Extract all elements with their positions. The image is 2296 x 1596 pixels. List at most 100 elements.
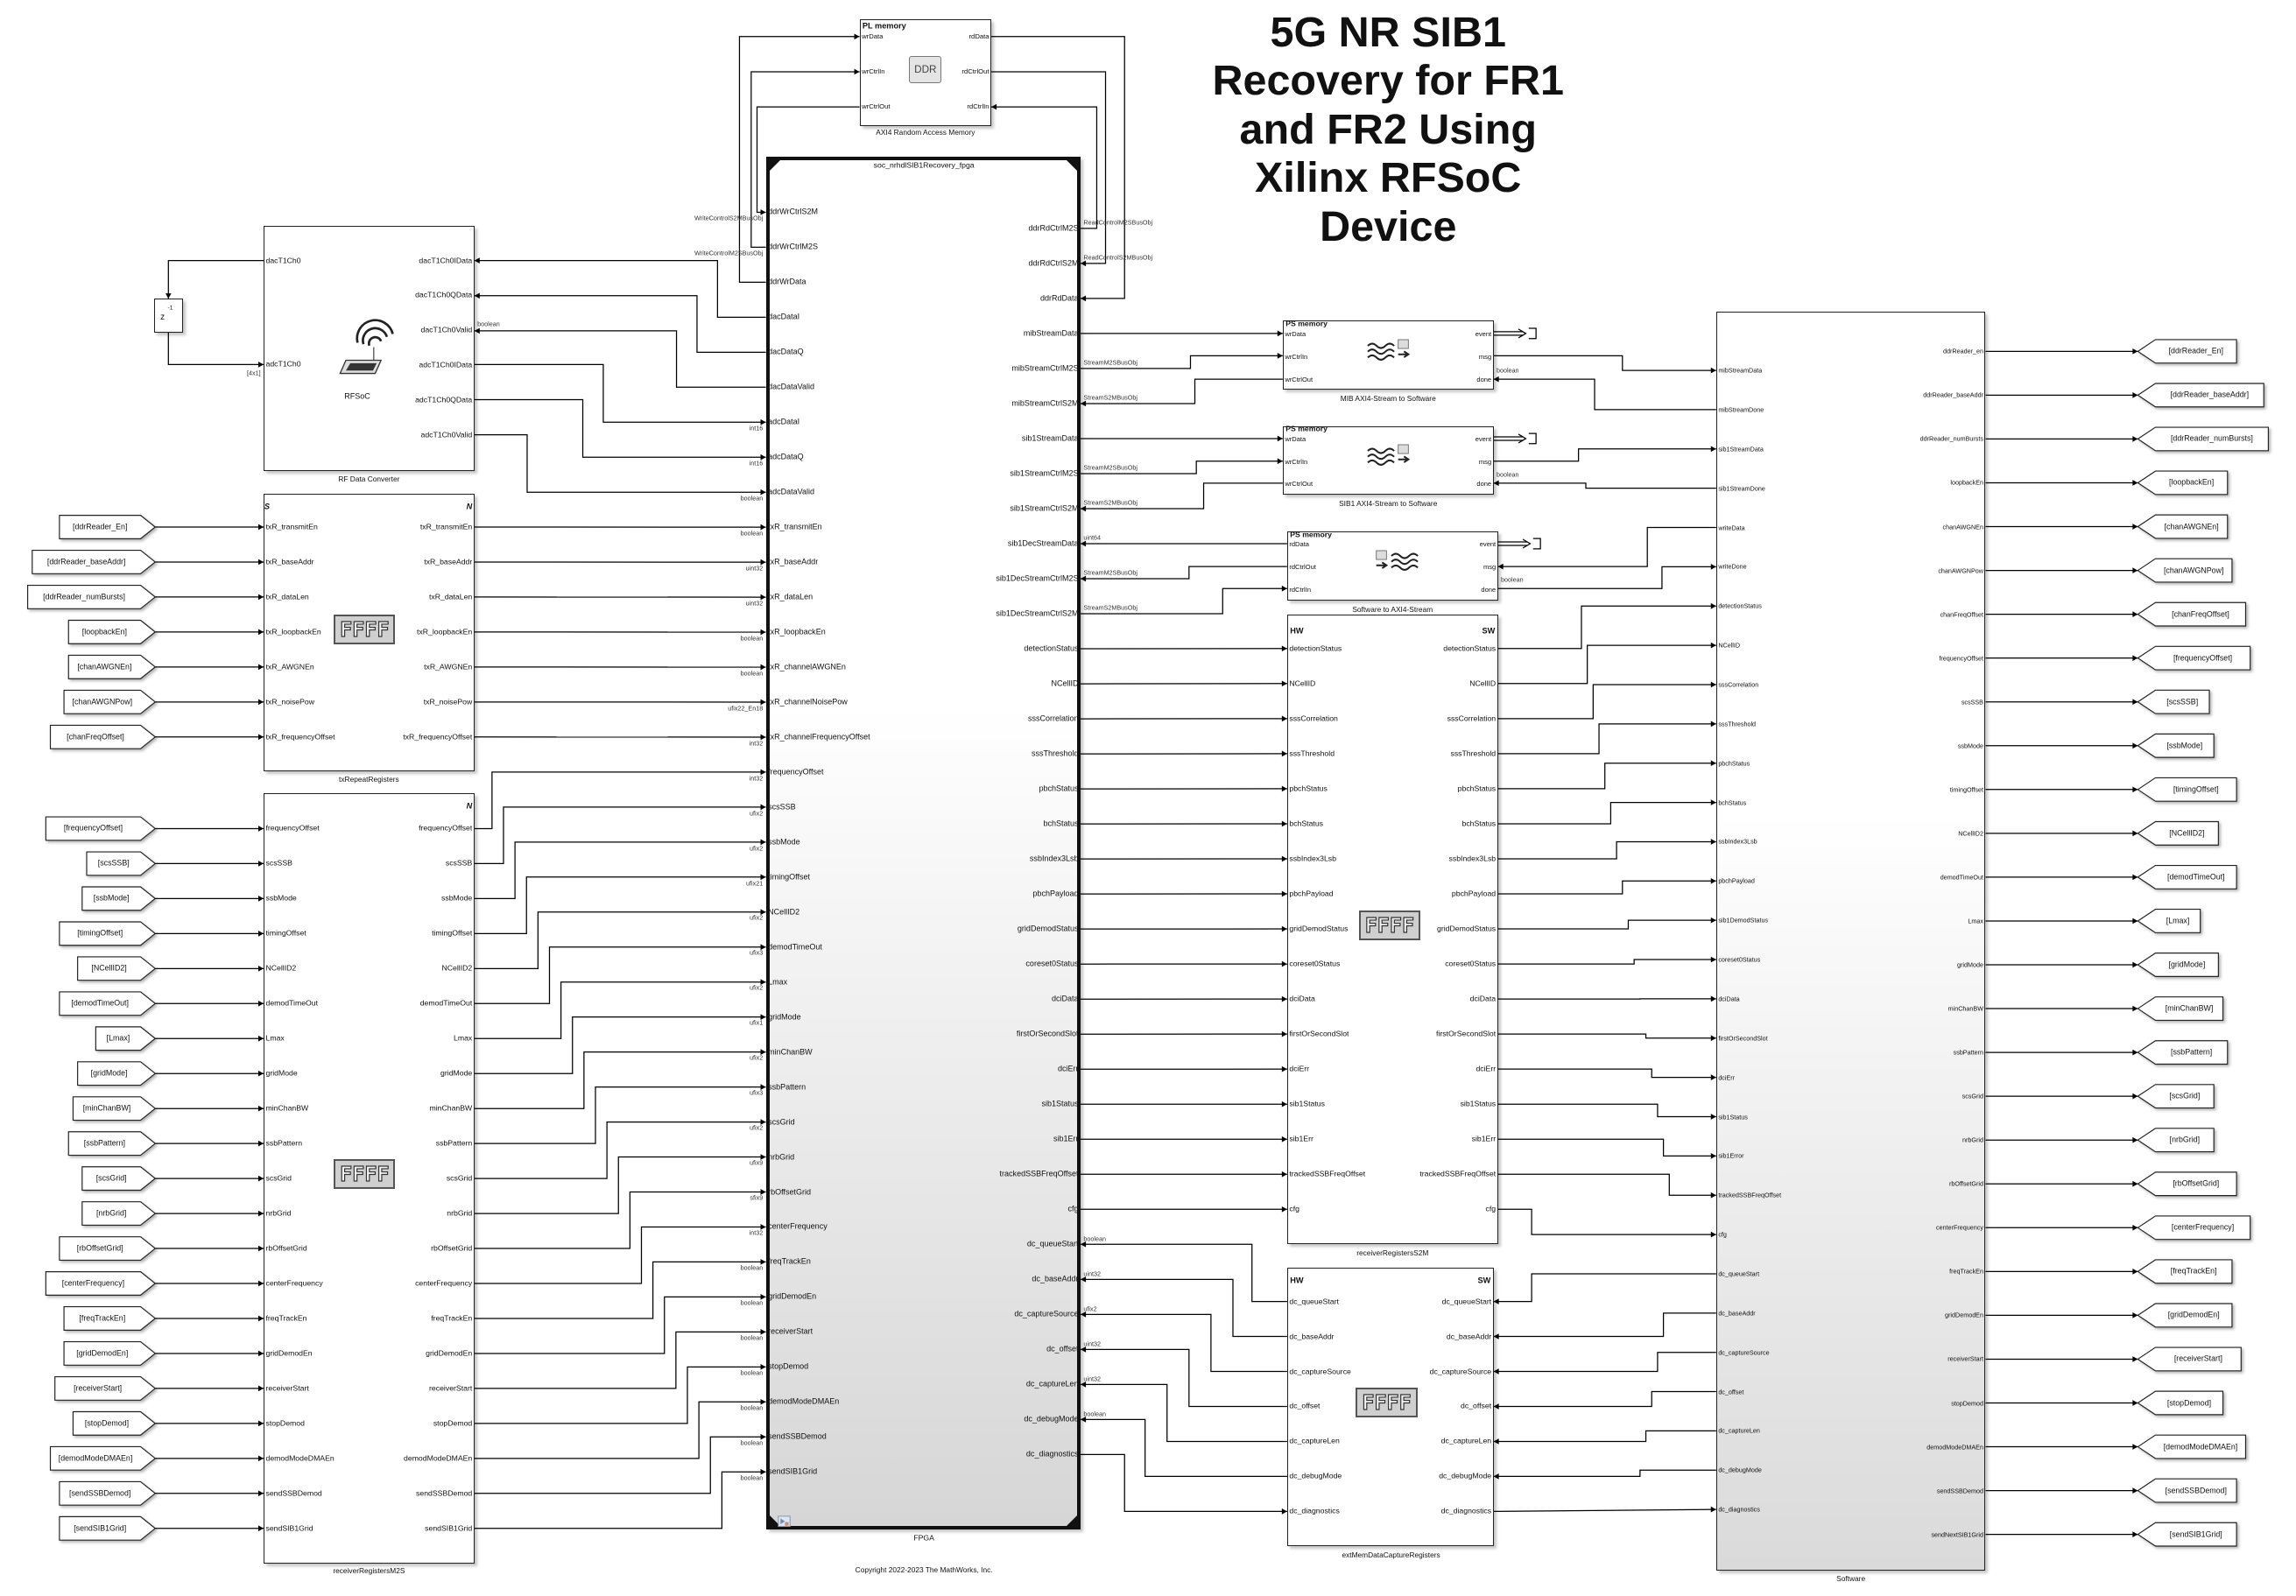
signal-line[interactable] [1497, 526, 1716, 567]
goto-tag-block[interactable] [2137, 1084, 2215, 1109]
signal-line[interactable] [1497, 801, 1716, 825]
signal-line[interactable] [1493, 1273, 1716, 1303]
signal-line[interactable] [1081, 355, 1283, 369]
from-tag-block[interactable] [72, 1096, 157, 1121]
signal-line[interactable] [474, 1051, 766, 1109]
signal-line[interactable] [1081, 1453, 1287, 1512]
goto-tag-block[interactable] [2137, 996, 2224, 1022]
software-subsystem-block[interactable] [1715, 312, 1986, 1571]
goto-tag-block[interactable] [2137, 1434, 2247, 1459]
signal-line[interactable] [1497, 723, 1716, 755]
signal-line[interactable] [1493, 355, 1716, 371]
signal-line[interactable] [1497, 1103, 1716, 1118]
signal-line[interactable] [1081, 566, 1287, 580]
signal-line[interactable] [1493, 1508, 1716, 1512]
event-line[interactable] [1518, 328, 1527, 339]
signal-line[interactable] [474, 330, 766, 388]
from-tag-block[interactable] [67, 1131, 157, 1157]
signal-line[interactable] [991, 106, 1098, 229]
from-tag-block[interactable] [27, 584, 157, 609]
from-tag-block[interactable] [45, 816, 157, 841]
from-tag-block[interactable] [77, 956, 157, 981]
signal-line[interactable] [474, 363, 766, 423]
goto-tag-block[interactable] [2137, 470, 2229, 496]
signal-line[interactable] [1497, 605, 1716, 650]
from-tag-block[interactable] [59, 1236, 157, 1262]
signal-line[interactable] [1497, 880, 1716, 895]
event-terminator[interactable] [1528, 432, 1537, 445]
signal-line[interactable] [474, 1366, 766, 1424]
signal-line[interactable] [474, 1191, 766, 1249]
from-tag-block[interactable] [67, 654, 157, 679]
signal-line[interactable] [1081, 587, 1287, 615]
signal-line[interactable] [474, 1296, 766, 1354]
goto-tag-block[interactable] [2137, 1303, 2233, 1328]
goto-tag-block[interactable] [2137, 426, 2269, 452]
goto-tag-block[interactable] [2137, 1259, 2233, 1284]
from-tag-block[interactable] [63, 1340, 157, 1366]
unit-delay-block[interactable] [153, 299, 184, 333]
signal-line[interactable] [1081, 1348, 1287, 1408]
signal-line[interactable] [1493, 448, 1716, 462]
from-tag-block[interactable] [59, 1515, 157, 1541]
signal-line[interactable] [474, 946, 766, 1004]
goto-tag-block[interactable] [2137, 514, 2229, 539]
from-tag-block[interactable] [81, 1166, 157, 1192]
from-tag-block[interactable] [59, 991, 157, 1016]
signal-line[interactable] [474, 771, 766, 830]
from-tag-block[interactable] [95, 1026, 157, 1051]
signal-line[interactable] [1497, 684, 1716, 720]
from-tag-block[interactable] [77, 1061, 157, 1086]
signal-line[interactable] [1497, 1173, 1716, 1196]
from-tag-block[interactable] [63, 689, 157, 714]
signal-line[interactable] [474, 806, 766, 865]
from-tag-block[interactable] [81, 886, 157, 911]
goto-tag-block[interactable] [2137, 1040, 2229, 1065]
signal-line[interactable] [1081, 482, 1283, 510]
signal-line[interactable] [474, 1226, 766, 1284]
signal-line[interactable] [750, 71, 860, 249]
signal-line[interactable] [1497, 840, 1716, 860]
goto-tag-block[interactable] [2137, 864, 2237, 889]
signal-line[interactable] [474, 1331, 766, 1389]
goto-tag-block[interactable] [2137, 383, 2264, 408]
signal-line[interactable] [474, 398, 766, 458]
signal-line[interactable] [1081, 461, 1283, 475]
signal-line[interactable] [474, 1471, 766, 1529]
event-line[interactable] [1522, 538, 1532, 549]
signal-line[interactable] [167, 260, 264, 299]
signal-line[interactable] [991, 36, 1125, 299]
signal-line[interactable] [474, 981, 766, 1039]
from-tag-block[interactable] [49, 1445, 157, 1471]
signal-line[interactable] [1497, 1208, 1716, 1235]
goto-tag-block[interactable] [2137, 601, 2247, 627]
signal-line[interactable] [1493, 1352, 1716, 1373]
signal-line[interactable] [1493, 1430, 1716, 1443]
goto-tag-block[interactable] [2137, 1215, 2251, 1241]
signal-line[interactable] [474, 841, 766, 900]
goto-tag-block[interactable] [2137, 908, 2201, 933]
signal-line[interactable] [1493, 482, 1716, 489]
rf-data-converter-block[interactable] [263, 225, 475, 472]
from-tag-block[interactable] [59, 515, 157, 539]
goto-tag-block[interactable] [2137, 645, 2251, 671]
signal-line[interactable] [1493, 1469, 1716, 1478]
from-tag-block[interactable] [45, 1271, 157, 1296]
goto-tag-block[interactable] [2137, 1346, 2242, 1372]
from-tag-block[interactable] [81, 1201, 157, 1227]
goto-tag-block[interactable] [2137, 1128, 2215, 1153]
fpga-subsystem-block[interactable] [765, 156, 1081, 1530]
signal-line[interactable] [1493, 1312, 1716, 1338]
signal-line[interactable] [474, 1436, 766, 1494]
goto-tag-block[interactable] [2137, 1171, 2237, 1197]
from-tag-block[interactable] [59, 1480, 157, 1506]
goto-tag-block[interactable] [2137, 820, 2219, 846]
event-line[interactable] [1518, 433, 1527, 444]
signal-line[interactable] [474, 1401, 766, 1459]
goto-tag-block[interactable] [2137, 953, 2219, 977]
signal-line[interactable] [1081, 1278, 1287, 1338]
signal-line[interactable] [1081, 1418, 1287, 1478]
signal-line[interactable] [474, 260, 766, 318]
goto-tag-block[interactable] [2137, 339, 2237, 364]
event-terminator[interactable] [1528, 327, 1537, 340]
